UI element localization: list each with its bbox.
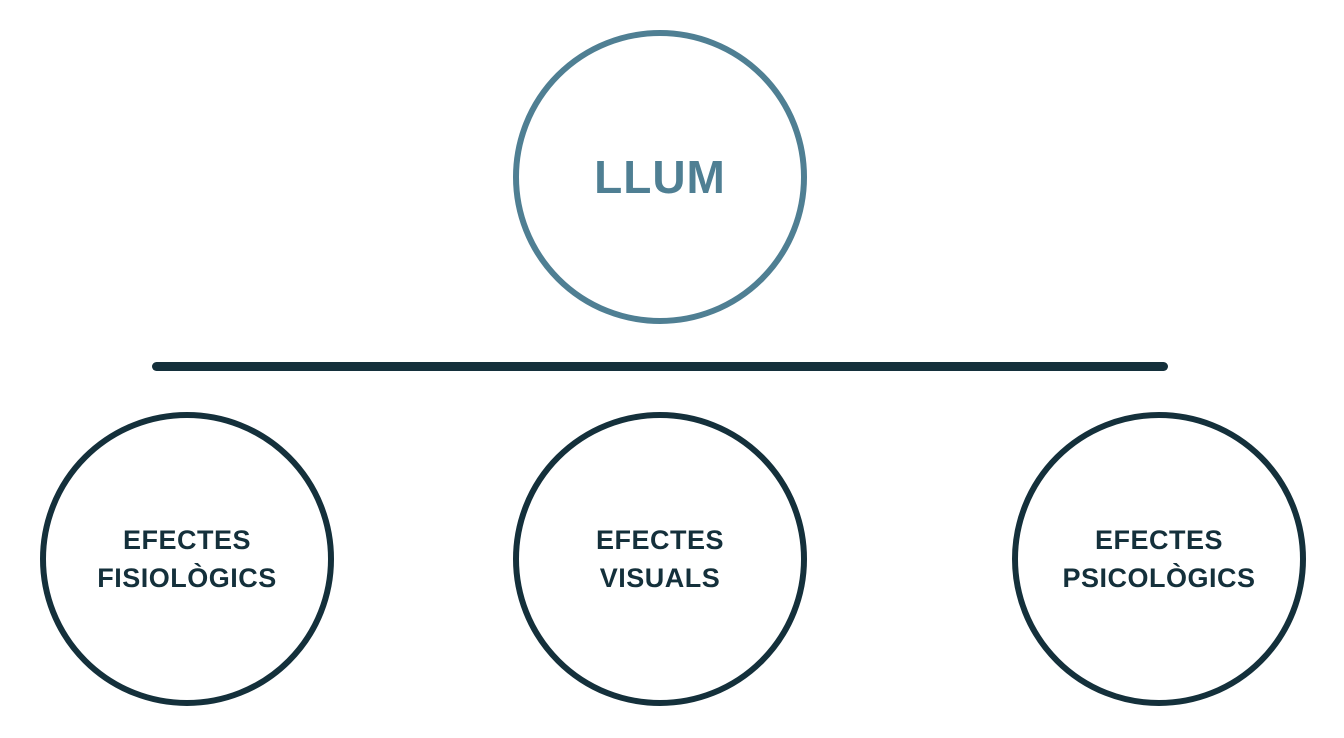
connector-bar bbox=[152, 362, 1168, 371]
node-label-line2: FISIOLÒGICS bbox=[97, 563, 277, 593]
node-label-line1: EFECTES bbox=[122, 525, 252, 555]
node-efectes-fisiologics: EFECTES FISIOLÒGICS bbox=[40, 412, 334, 706]
node-label-line2: VISUALS bbox=[599, 563, 721, 593]
node-label-line1: EFECTES bbox=[595, 525, 725, 555]
node-efectes-psicologics: EFECTES PSICOLÒGICS bbox=[1012, 412, 1306, 706]
node-label-line1: EFECTES bbox=[1094, 525, 1224, 555]
node-efectes-visuals: EFECTES VISUALS bbox=[513, 412, 807, 706]
root-node-llum: LLUM bbox=[513, 30, 807, 324]
node-label-line2: PSICOLÒGICS bbox=[1062, 563, 1256, 593]
root-node-label: LLUM bbox=[594, 151, 726, 203]
